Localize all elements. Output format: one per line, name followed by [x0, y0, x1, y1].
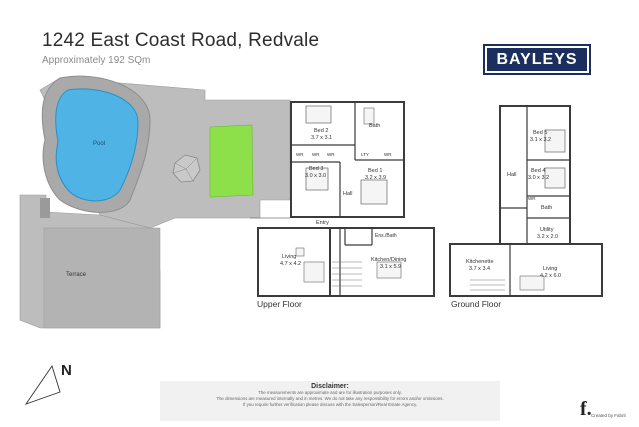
disclaimer-line: The dimensions are measured internally a… — [216, 396, 444, 401]
pool-water — [55, 88, 139, 202]
upper-wr-label-3: WR — [327, 152, 335, 157]
fabrit-logo: f. — [580, 398, 592, 420]
upper-wr-label-2: WR — [312, 152, 320, 157]
disclaimer-line: The measurements are approximate and are… — [258, 390, 402, 395]
upper-kitchen-name: Kitchen/Dining — [371, 257, 407, 263]
upper-entry-label: Entry — [316, 220, 329, 226]
upper-kitchen-size: 3.1 x 5.9 — [380, 264, 402, 270]
upper-bed1-name: Bed 1 — [368, 168, 383, 174]
ground-living-name: Living — [543, 266, 558, 272]
upper-bed3-size: 3.0 x 3.0 — [305, 173, 327, 179]
upper-bed2-name: Bed 2 — [314, 128, 329, 134]
upper-living-name: Living — [282, 254, 297, 260]
upper-floor-building — [257, 101, 435, 297]
compass-north-label: N — [61, 362, 72, 379]
property-address: 1242 East Coast Road, Redvale — [42, 30, 320, 51]
floor-area: Approximately 192 SQm — [42, 55, 151, 66]
bayleys-logo: BAYLEYS — [483, 44, 591, 75]
terrace-area — [43, 227, 161, 329]
ground-bed4-size: 3.0 x 3.2 — [528, 175, 550, 181]
disclaimer-line: If you require further verification plea… — [242, 402, 418, 407]
ground-utility-size: 3.2 x 2.0 — [537, 234, 559, 240]
ground-floor-title: Ground Floor — [451, 299, 502, 309]
upper-lty-label: LTY — [361, 152, 369, 157]
ground-kitchenette-size: 3.7 x 3.4 — [469, 266, 491, 272]
ground-kitchenette-name: Kitchenette — [466, 259, 494, 265]
lawn — [209, 124, 254, 198]
ground-hall-label: Hall — [507, 172, 517, 178]
disclaimer-box: Disclaimer: The measurements are approxi… — [160, 381, 500, 421]
upper-wr-label-4: WR — [384, 152, 392, 157]
terrace-label: Terrace — [66, 272, 87, 278]
upper-ens-bath-label: Ens./Bath — [375, 233, 397, 239]
credit-text: Created by Fabrit — [591, 413, 626, 418]
ground-wr-label: WR — [528, 196, 536, 201]
ground-bed5-name: Bed 5 — [533, 130, 548, 136]
upper-bed2-size: 3.7 x 3.1 — [311, 135, 333, 141]
ground-utility-name: Utility — [540, 227, 554, 233]
upper-bath-label: Bath — [369, 123, 381, 129]
compass-arrow — [24, 364, 61, 405]
upper-living-size: 4.7 x 4.2 — [280, 261, 302, 267]
ground-living-size: 4.2 x 6.0 — [540, 273, 562, 279]
ground-bed5-size: 3.1 x 3.2 — [530, 137, 552, 143]
upper-floor-title: Upper Floor — [257, 299, 302, 309]
pool-label: Pool — [93, 141, 106, 147]
upper-wr-label-1: WR — [296, 152, 304, 157]
upper-bed1-size: 3.2 x 3.9 — [365, 175, 387, 181]
upper-bed3-name: Bed 3 — [309, 166, 324, 172]
upper-hall-label: Hall — [343, 191, 353, 197]
ground-floor-building — [449, 105, 603, 297]
ground-bed4-name: Bed 4 — [531, 168, 546, 174]
disclaimer-heading: Disclaimer: — [311, 383, 349, 390]
ground-bath-label: Bath — [541, 205, 553, 211]
